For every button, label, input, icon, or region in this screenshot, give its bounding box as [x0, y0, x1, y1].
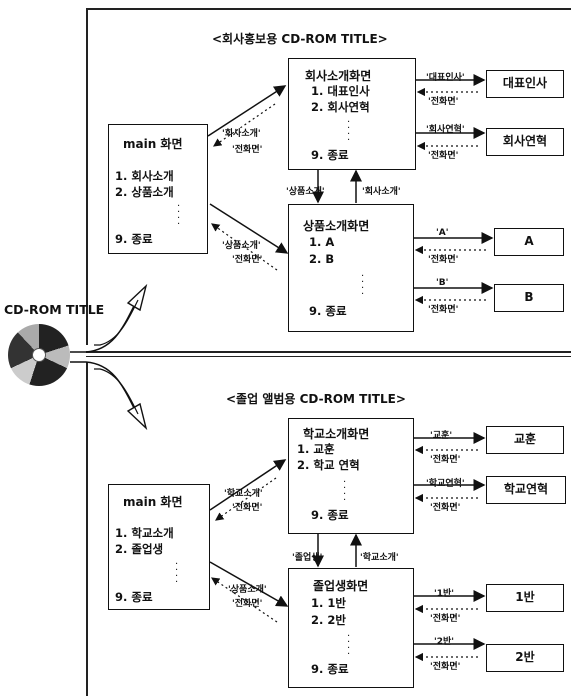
upper-label-leaf3-back: '전화면' — [428, 252, 458, 265]
upper-company-screen-box: 회사소개화면 1. 대표인사 2. 회사연혁 .... 9. 종료 — [288, 58, 416, 170]
lower-main-item-2: 2. 졸업생 — [115, 541, 163, 557]
source-title-label: CD-ROM TITLE — [4, 302, 104, 317]
upper-main-screen-box: main 화면 1. 회사소개 2. 상품소개 .... 9. 종료 — [108, 124, 208, 254]
upper-label-mid-left: '상품소개' — [286, 184, 325, 197]
upper-label-main-product-fwd: '상품소개' — [222, 238, 261, 251]
lower-label-leaf2-fwd: '학교연혁' — [426, 476, 465, 489]
upper-leaf-ceo-greeting: 대표인사 — [486, 70, 564, 98]
lower-label-leaf2-back: '전화면' — [430, 500, 460, 513]
lower-label-mid-left: '졸업생' — [292, 550, 322, 563]
upper-leaf-company-history: 회사연혁 — [486, 128, 564, 156]
upper-main-title: main 화면 — [123, 135, 183, 152]
upper-label-main-company-back: '전화면' — [232, 142, 262, 155]
lower-grad-title: 졸업생화면 — [313, 577, 368, 594]
lower-grad-item-2: 2. 2반 — [311, 612, 346, 628]
upper-label-main-product-back: '전화면' — [232, 252, 262, 265]
upper-main-item-1: 1. 회사소개 — [115, 168, 174, 184]
upper-product-screen-box: 상품소개화면 1. A 2. B .... 9. 종료 — [288, 204, 414, 332]
cd-rom-disc-hole — [32, 348, 46, 362]
upper-label-leaf4-fwd: 'B' — [436, 278, 448, 288]
upper-product-item-2: 2. B — [309, 252, 334, 266]
lower-label-leaf1-back: '전화면' — [430, 452, 460, 465]
upper-company-item-2: 2. 회사연혁 — [311, 99, 370, 115]
lower-school-title: 학교소개화면 — [303, 425, 369, 442]
lower-main-item-1: 1. 학교소개 — [115, 525, 174, 541]
lower-main-title: main 화면 — [123, 493, 183, 510]
lower-grad-ellipsis: .... — [347, 631, 350, 655]
upper-label-leaf1-fwd: '대표인사' — [426, 70, 465, 83]
lower-leaf-school-history: 학교연혁 — [486, 476, 566, 504]
upper-leaf-b: B — [494, 284, 564, 312]
upper-product-ellipsis: .... — [361, 271, 364, 295]
lower-label-leaf1-fwd: '교훈' — [430, 428, 452, 441]
lower-leaf-class-2: 2반 — [486, 644, 564, 672]
lower-school-item-2: 2. 학교 연혁 — [297, 457, 360, 473]
upper-label-leaf2-fwd: '회사연혁' — [426, 122, 465, 135]
upper-main-item-9: 9. 종료 — [115, 231, 153, 247]
lower-label-mid-right: '학교소개' — [360, 550, 399, 563]
lower-school-ellipsis: .... — [343, 477, 346, 501]
lower-grad-item-1: 1. 1반 — [311, 595, 346, 611]
upper-label-leaf1-back: '전화면' — [428, 94, 458, 107]
lower-label-main-grad-back: '전화면' — [232, 596, 262, 609]
upper-main-item-2: 2. 상품소개 — [115, 184, 174, 200]
upper-company-ellipsis: .... — [347, 117, 350, 141]
lower-label-main-grad-fwd: '상품소개' — [228, 582, 267, 595]
upper-label-leaf2-back: '전화면' — [428, 148, 458, 161]
lower-school-item-1: 1. 교훈 — [297, 441, 335, 457]
lower-label-leaf3-fwd: '1반' — [434, 586, 454, 599]
upper-label-main-company-fwd: '회사소개' — [222, 126, 261, 139]
lower-leaf-class-1: 1반 — [486, 584, 564, 612]
lower-school-screen-box: 학교소개화면 1. 교훈 2. 학교 연혁 .... 9. 종료 — [288, 418, 414, 534]
upper-label-leaf4-back: '전화면' — [428, 302, 458, 315]
lower-main-screen-box: main 화면 1. 학교소개 2. 졸업생 .... 9. 종료 — [108, 484, 210, 610]
lower-grad-screen-box: 졸업생화면 1. 1반 2. 2반 .... 9. 종료 — [288, 568, 414, 688]
lower-label-leaf3-back: '전화면' — [430, 611, 460, 624]
lower-label-leaf4-fwd: '2반' — [434, 634, 454, 647]
lower-main-ellipsis: .... — [175, 559, 178, 583]
lower-main-item-9: 9. 종료 — [115, 589, 153, 605]
upper-product-item-9: 9. 종료 — [309, 303, 347, 319]
lower-label-main-school-back: '전화면' — [232, 500, 262, 513]
upper-section-title: <회사홍보용 CD-ROM TITLE> — [212, 30, 388, 47]
upper-label-leaf3-fwd: 'A' — [436, 228, 448, 238]
lower-leaf-motto: 교훈 — [486, 426, 564, 454]
upper-product-title: 상품소개화면 — [303, 217, 369, 234]
upper-company-item-9: 9. 종료 — [311, 147, 349, 163]
upper-company-item-1: 1. 대표인사 — [311, 83, 370, 99]
lower-label-main-school-fwd: '학교소개' — [224, 486, 263, 499]
upper-product-item-1: 1. A — [309, 235, 334, 249]
upper-main-ellipsis: .... — [177, 201, 180, 225]
upper-label-mid-right: '회사소개' — [362, 184, 401, 197]
lower-label-leaf4-back: '전화면' — [430, 659, 460, 672]
lower-school-item-9: 9. 종료 — [311, 507, 349, 523]
upper-company-title: 회사소개화면 — [305, 67, 371, 84]
lower-section-title: <졸업 앨범용 CD-ROM TITLE> — [226, 390, 406, 407]
lower-grad-item-9: 9. 종료 — [311, 661, 349, 677]
upper-leaf-a: A — [494, 228, 564, 256]
